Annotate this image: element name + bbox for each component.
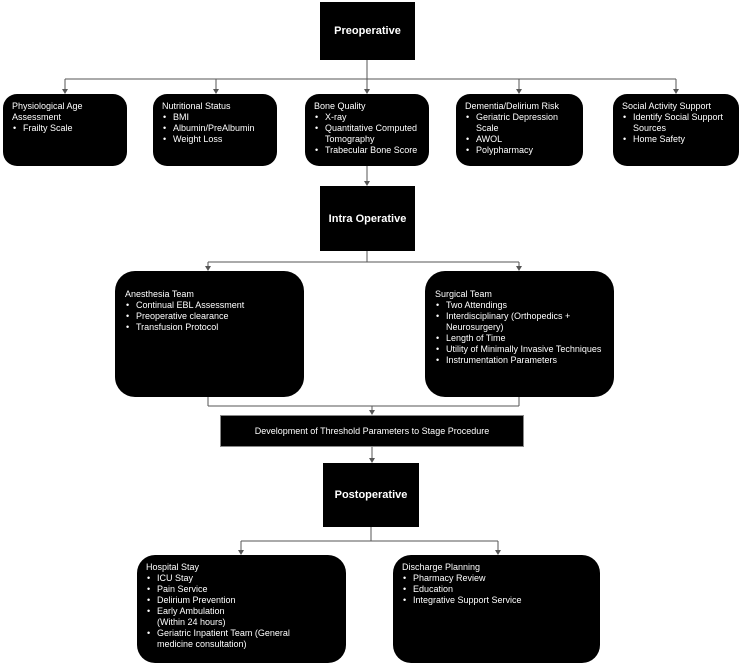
box-title: Anesthesia Team	[125, 289, 194, 299]
box-anesthesia-team: Anesthesia Team Continual EBL Assessment…	[115, 271, 304, 397]
list-item: Albumin/PreAlbumin	[162, 123, 269, 134]
box-surgical-team: Surgical Team Two Attendings Interdiscip…	[425, 271, 614, 397]
box-nutritional-status: Nutritional Status BMI Albumin/PreAlbumi…	[153, 94, 277, 166]
list-item: Two Attendings	[435, 300, 604, 311]
box-title: Discharge Planning	[402, 562, 481, 572]
box-title: Dementia/Delirium Risk	[465, 101, 560, 111]
list-item: Frailty Scale	[12, 123, 119, 134]
list-item: Continual EBL Assessment	[125, 300, 294, 311]
list-item: Weight Loss	[162, 134, 269, 145]
list-item: Home Safety	[622, 134, 731, 145]
stage-postoperative: Postoperative	[323, 463, 419, 527]
list-item: Geriatric Inpatient Team (General medici…	[146, 628, 307, 650]
stage-postoperative-label: Postoperative	[334, 489, 408, 501]
list-item: Pain Service	[146, 584, 338, 595]
box-physiological-age: Physiological Age Assessment Frailty Sca…	[3, 94, 127, 166]
list-item: Early Ambulation (Within 24 hours)	[146, 606, 253, 628]
box-title: Bone Quality	[314, 101, 366, 111]
box-title: Physiological Age Assessment	[12, 101, 83, 122]
list-item: BMI	[162, 112, 269, 123]
box-hospital-stay: Hospital Stay ICU Stay Pain Service Deli…	[137, 555, 346, 663]
list-item: Geriatric Depression Scale	[465, 112, 575, 134]
list-item: Pharmacy Review	[402, 573, 592, 584]
list-item: Identify Social Support Sources	[622, 112, 731, 134]
list-item: Length of Time	[435, 333, 604, 344]
list-item: Education	[402, 584, 592, 595]
list-item: AWOL	[465, 134, 575, 145]
stage-intraoperative: Intra Operative	[320, 186, 415, 251]
list-item: Utility of Minimally Invasive Techniques	[435, 344, 604, 355]
stage-preoperative: Preoperative	[320, 2, 415, 60]
list-item: Instrumentation Parameters	[435, 355, 604, 366]
box-title: Nutritional Status	[162, 101, 231, 111]
stage-intraoperative-label: Intra Operative	[328, 212, 407, 225]
threshold-label: Development of Threshold Parameters to S…	[254, 426, 490, 436]
box-title: Hospital Stay	[146, 562, 200, 572]
box-social-activity: Social Activity Support Identify Social …	[613, 94, 739, 166]
list-item: Quantitative Computed Tomography	[314, 123, 421, 145]
list-item: X-ray	[314, 112, 421, 123]
box-dementia-delirium: Dementia/Delirium Risk Geriatric Depress…	[456, 94, 583, 166]
list-item: Interdisciplinary (Orthopedics + Neurosu…	[435, 311, 604, 333]
list-item: ICU Stay	[146, 573, 338, 584]
list-item: Delirium Prevention	[146, 595, 338, 606]
list-item: Polypharmacy	[465, 145, 575, 156]
box-discharge-planning: Discharge Planning Pharmacy Review Educa…	[393, 555, 600, 663]
threshold-box: Development of Threshold Parameters to S…	[220, 415, 524, 447]
list-item: Trabecular Bone Score	[314, 145, 421, 156]
box-bone-quality: Bone Quality X-ray Quantitative Computed…	[305, 94, 429, 166]
stage-preoperative-label: Preoperative	[334, 25, 401, 37]
box-title: Social Activity Support	[622, 101, 712, 111]
list-item: Transfusion Protocol	[125, 322, 294, 333]
list-item: Preoperative clearance	[125, 311, 294, 322]
list-item: Integrative Support Service	[402, 595, 592, 606]
box-title: Surgical Team	[435, 289, 492, 299]
